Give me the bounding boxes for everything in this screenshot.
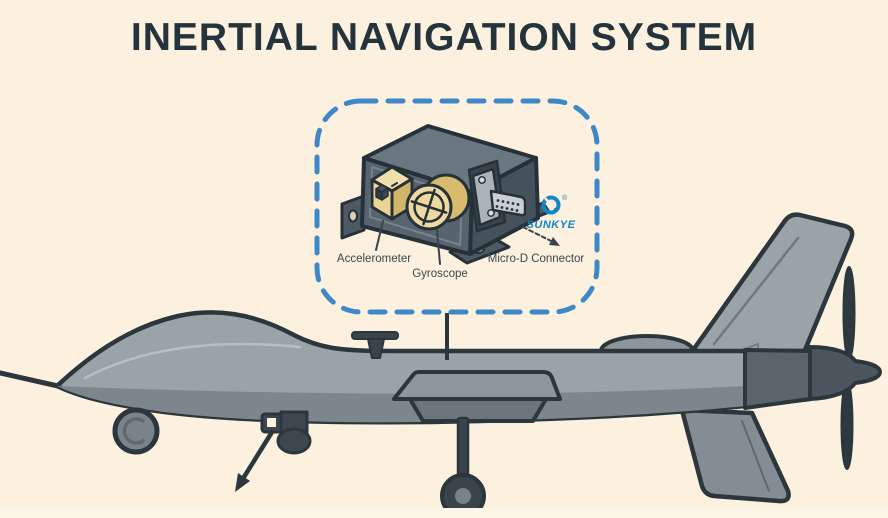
bottom-edge-strip [0, 508, 888, 518]
gyroscope-leader-line [436, 229, 441, 265]
gyroscope-component [405, 173, 471, 231]
registered-mark: ® [562, 194, 568, 202]
propeller-spinner [808, 345, 882, 401]
drone-sensor-pod [260, 410, 312, 455]
drone-engine [743, 345, 882, 410]
page-title: INERTIAL NAVIGATION SYSTEM [130, 16, 758, 59]
drone-wing-fairing [392, 370, 562, 423]
imu-device [340, 124, 560, 265]
gyroscope-crosshair-icon [410, 188, 448, 226]
accelerometer-sensor-die [375, 184, 389, 201]
callout-box [314, 98, 600, 315]
label-gyroscope: Gyroscope [412, 268, 468, 280]
connector-pointer-arrow [522, 226, 560, 246]
sunkye-logo-icon [541, 195, 561, 215]
accelerometer-component [370, 165, 414, 221]
pitot-line [0, 370, 61, 389]
micro-d-connector-component [467, 159, 527, 233]
label-accelerometer: Accelerometer [337, 253, 411, 265]
sensor-pod-arrow [235, 429, 275, 492]
connector-pins [495, 199, 520, 212]
drone-main-gear [440, 416, 486, 518]
label-micro-d-connector: Micro-D Connector [488, 253, 585, 265]
drone-ventral-fin [679, 407, 791, 504]
sunkye-logo: ® SUNKYE [527, 194, 576, 231]
drone-tail-fin [683, 212, 855, 365]
drone-nose-wheel [112, 407, 160, 455]
brand-name-text: SUNKYE [527, 219, 576, 231]
drone-antenna [351, 331, 399, 359]
accelerometer-leader-line [375, 220, 384, 251]
drone [0, 212, 882, 518]
